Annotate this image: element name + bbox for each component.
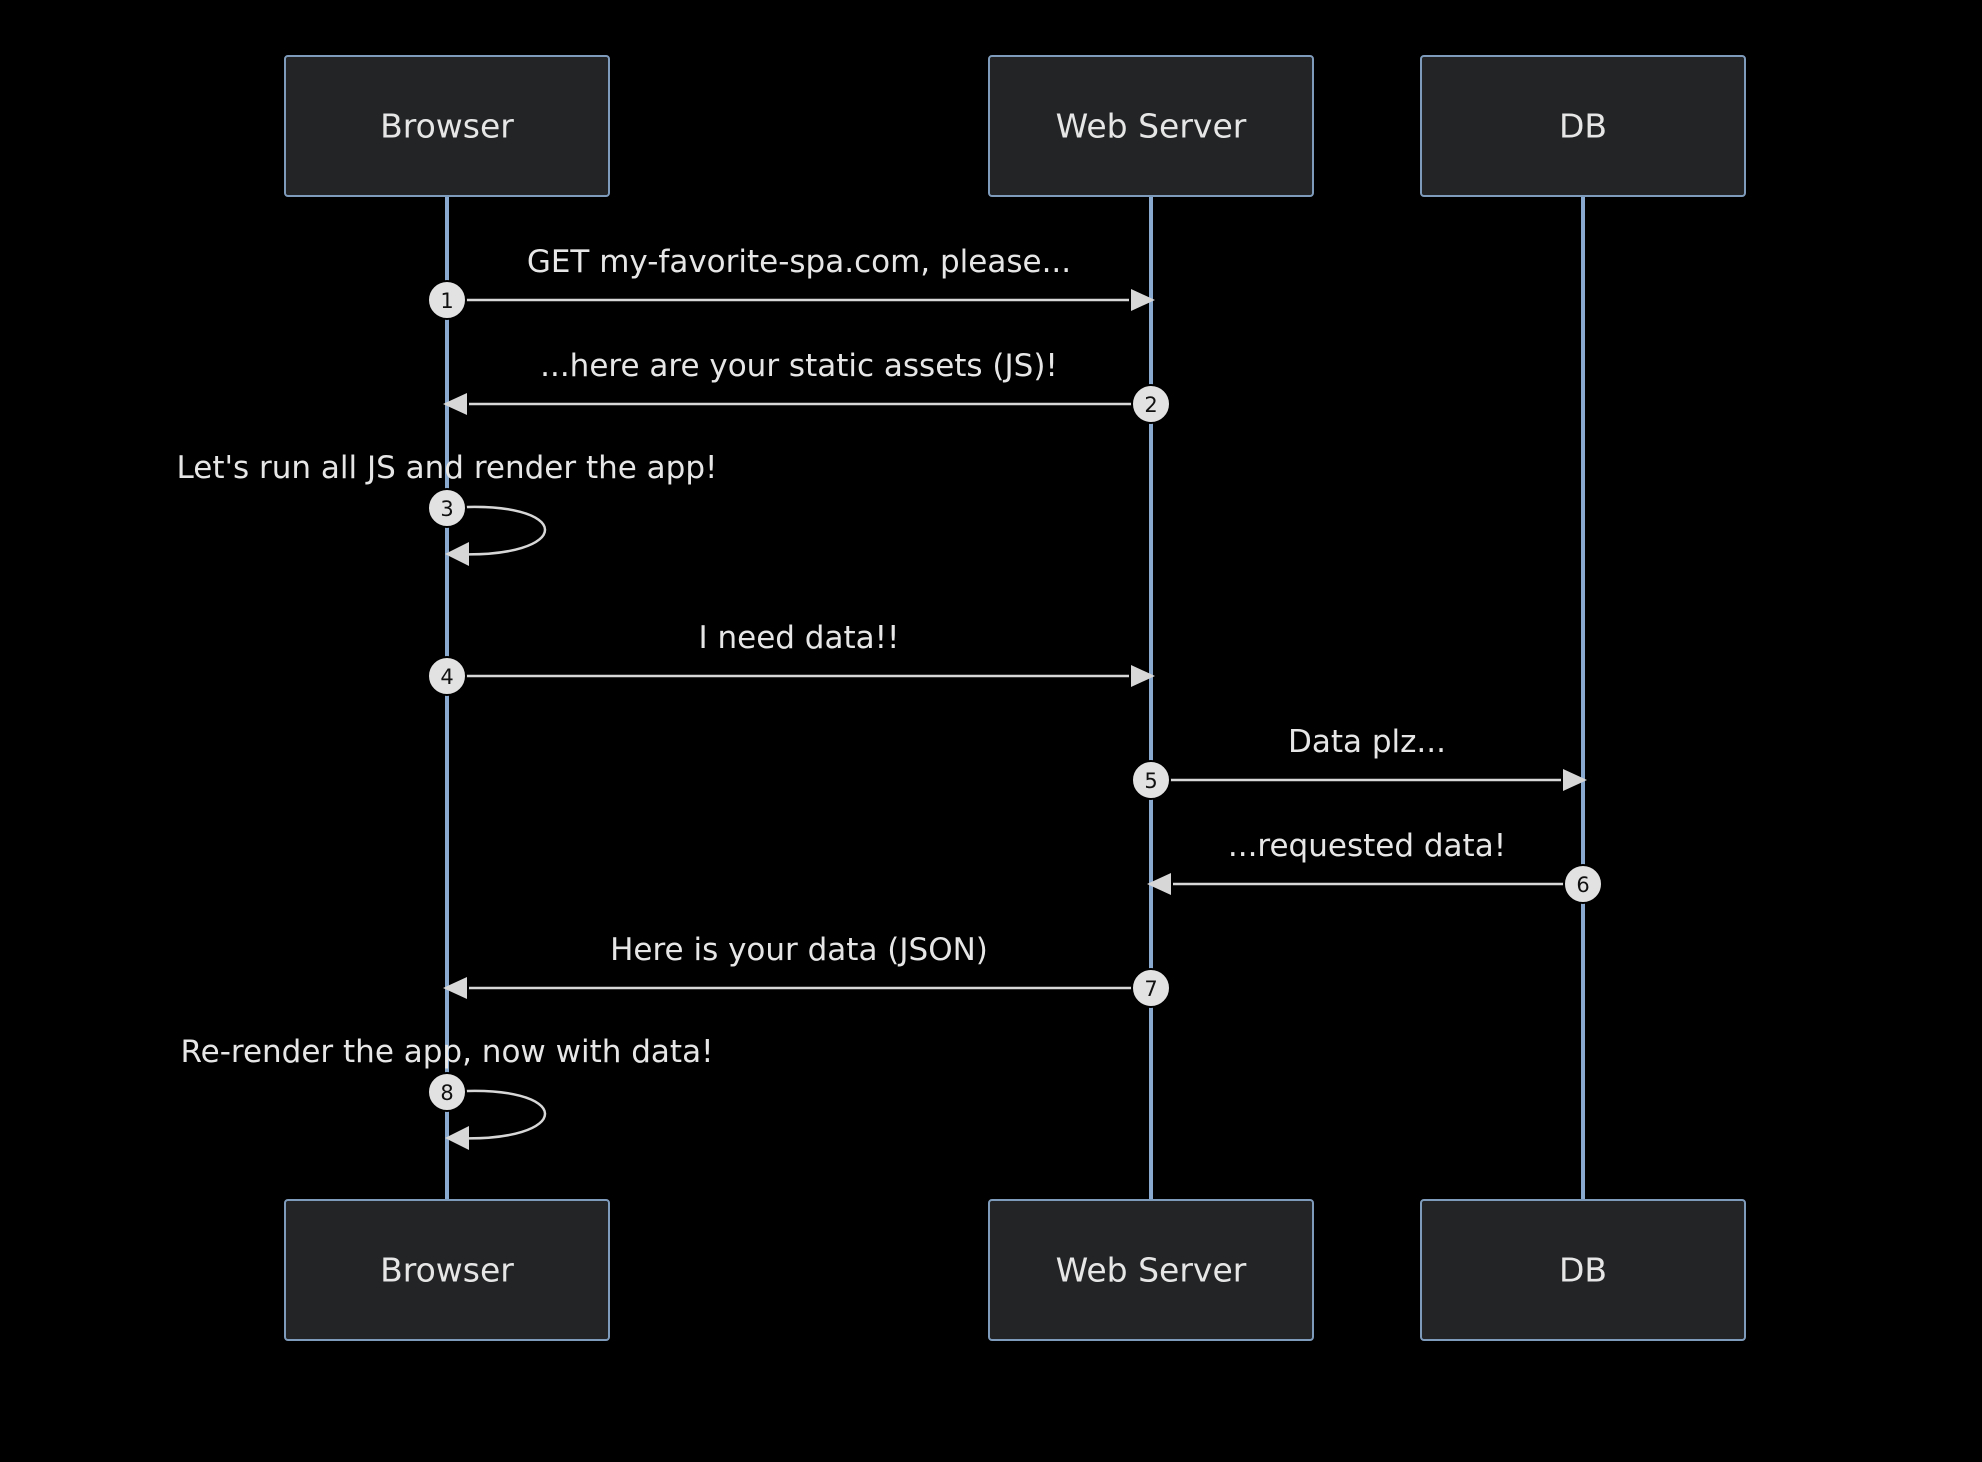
sequence-number-text-5: 5 bbox=[1144, 769, 1157, 793]
message-label-8: Re-render the app, now with data! bbox=[180, 1034, 713, 1070]
actor-label-web-top: Web Server bbox=[1056, 107, 1247, 146]
sequence-number-4 bbox=[427, 656, 467, 696]
message-arrowhead-8 bbox=[445, 1126, 469, 1150]
actor-box-db-top bbox=[1420, 55, 1746, 197]
message-label-1: GET my-favorite-spa.com, please... bbox=[527, 244, 1071, 280]
actor-label-db-top: DB bbox=[1559, 107, 1607, 146]
sequence-number-5 bbox=[1131, 760, 1171, 800]
message-arrowhead-2 bbox=[443, 393, 467, 415]
message-label-3: Let's run all JS and render the app! bbox=[177, 450, 718, 486]
message-label-5: Data plz... bbox=[1288, 724, 1446, 760]
sequence-number-text-3: 3 bbox=[440, 497, 453, 521]
actor-label-browser-bottom: Browser bbox=[380, 1251, 514, 1290]
actor-label-browser-top: Browser bbox=[380, 107, 514, 146]
sequence-number-7 bbox=[1131, 968, 1171, 1008]
sequence-number-text-8: 8 bbox=[440, 1081, 453, 1105]
sequence-number-text-4: 4 bbox=[440, 665, 453, 689]
message-label-2: ...here are your static assets (JS)! bbox=[540, 348, 1058, 384]
message-label-6: ...requested data! bbox=[1228, 828, 1506, 864]
message-label-7: Here is your data (JSON) bbox=[610, 932, 988, 968]
sequence-number-1 bbox=[427, 280, 467, 320]
message-arrowhead-5 bbox=[1563, 769, 1587, 791]
message-arrowhead-3 bbox=[445, 542, 469, 566]
message-arrowhead-7 bbox=[443, 977, 467, 999]
sequence-number-text-6: 6 bbox=[1576, 873, 1589, 897]
actor-label-db-bottom: DB bbox=[1559, 1251, 1607, 1290]
sequence-number-text-1: 1 bbox=[440, 289, 453, 313]
actor-box-browser-bottom bbox=[284, 1199, 610, 1341]
sequence-number-3 bbox=[427, 488, 467, 528]
actor-box-browser-top bbox=[284, 55, 610, 197]
sequence-number-2 bbox=[1131, 384, 1171, 424]
actor-box-db-bottom bbox=[1420, 1199, 1746, 1341]
sequence-number-8 bbox=[427, 1072, 467, 1112]
message-arrowhead-6 bbox=[1147, 873, 1171, 895]
message-label-4: I need data!! bbox=[698, 620, 899, 656]
actor-box-web-bottom bbox=[988, 1199, 1314, 1341]
message-arrowhead-1 bbox=[1131, 289, 1155, 311]
sequence-number-6 bbox=[1563, 864, 1603, 904]
actor-box-web-top bbox=[988, 55, 1314, 197]
message-arrowhead-4 bbox=[1131, 665, 1155, 687]
actor-label-web-bottom: Web Server bbox=[1056, 1251, 1247, 1290]
message-line-3 bbox=[446, 505, 547, 556]
message-line-8 bbox=[446, 1089, 547, 1140]
sequence-number-text-7: 7 bbox=[1144, 977, 1157, 1001]
sequence-number-text-2: 2 bbox=[1144, 393, 1157, 417]
